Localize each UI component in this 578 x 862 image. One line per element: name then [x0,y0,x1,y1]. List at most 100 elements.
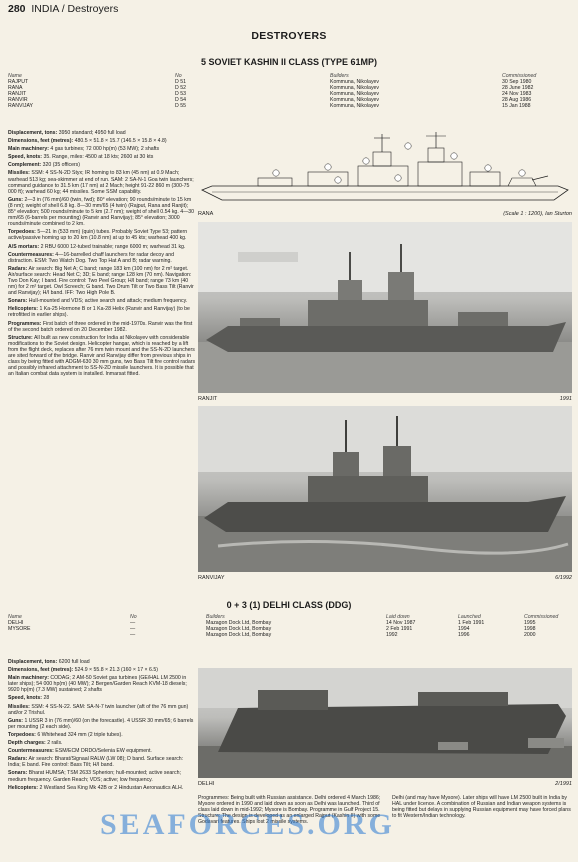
ship-number: D 54 [175,97,186,104]
ship-laid-down: 1992 [386,632,398,639]
ship-name: RANVIJAY [8,103,33,110]
ship-laid-down: 2 Feb 1991 [386,626,413,633]
col-no-header: No [130,614,137,620]
page-running-title: INDIA / Destroyers [31,3,119,15]
col-commissioned-header: Commissioned [524,614,559,620]
spec-paragraph: Main machinery: 4 gas turbines; 72 000 h… [8,146,160,153]
col-builders-header: Builders [206,614,225,620]
ship-commissioned: 28 Aug 1986 [502,97,532,104]
col-commissioned-header: Commissioned [502,73,537,79]
ship-launched: 1994 [458,626,470,633]
ship-commissioned: 24 Nov 1983 [502,91,532,98]
spec-paragraph: Sonars: Bharat HUMSA; TSM 2633 Spherion;… [8,770,181,783]
col-no-header: No [175,73,182,79]
ship-builder: Kommuna, Nikolayev [330,85,380,92]
delhi-photo-caption: DELHI [198,781,215,787]
delhi-photo-year: 2/1991 [555,781,572,787]
spec-paragraph: Speed, knots: 28 [8,695,50,702]
ship-number: — [130,620,136,627]
ship-builder: Kommuna, Nikolayev [330,79,380,86]
delhi-programmes-text: Programmes: Being built with Russian ass… [198,795,386,843]
ship-name: DELHI [8,620,24,627]
ship-builder: Mazagon Dock Ltd, Bombay [206,632,272,639]
ship-laid-down: 14 Nov 1987 [386,620,416,627]
spec-paragraph: Countermeasures: ESM/ECM DRDO/Selenia EW… [8,748,152,755]
delhi-class-title: 0 + 3 (1) DELHI CLASS (DDG) [226,600,352,610]
ship-builder: Kommuna, Nikolayev [330,97,380,104]
ship-number: — [130,632,136,639]
programmes-paragraph: Programmes: Being built with Russian ass… [198,795,381,814]
col-laid-header: Laid down [386,614,410,620]
col-builders-header: Builders [330,73,349,79]
spec-paragraph: Speed, knots: 35. Range, miles: 4500 at … [8,154,154,161]
ship-commissioned: 2000 [524,632,536,639]
ship-number: D 52 [175,85,186,92]
ship-number: D 51 [175,79,186,86]
col-name-header: Name [8,614,22,620]
spec-paragraph: Displacement, tons: 3950 standard; 4950 … [8,130,126,136]
kashin-ship-table: Name RAJPUT RANA RANJIT RANVIR RANVIJAY … [8,73,573,121]
ship-line-drawing [198,128,572,210]
spec-paragraph: Main machinery: CODAG; 2 AM-50 Soviet ga… [8,675,187,694]
spec-paragraph: Guns: 1 USSR 3 in (76 mm)/60 (on the for… [8,717,194,730]
ship-launched: 1996 [458,632,470,639]
photo1-year: 1991 [559,396,572,402]
spec-paragraph: Helicopters: 1 Ka-25 Hormone B or 1 Ka-2… [8,306,190,319]
drawing-credit: (Scale 1 : 1200), Ian Sturton [503,211,572,217]
spec-paragraph: Sonars: Hull-mounted and VDS; active sea… [8,298,188,305]
photo2-year: 6/1992 [555,575,572,581]
ship-builder: Kommuna, Nikolayev [330,103,380,110]
ship-commissioned: 1995 [524,620,536,627]
spec-paragraph: Depth charges: 2 rails. [8,740,63,747]
spec-paragraph: Programmes: First batch of three ordered… [8,320,193,333]
spec-paragraph: Radars: Air search: Big Net A; C band; r… [8,265,194,297]
drawing-caption: RANA [198,211,214,217]
ship-builder: Kommuna, Nikolayev [330,91,380,98]
ship-name: RANA [8,85,23,92]
ship-number: — [130,626,136,633]
spec-paragraph: Missiles: SSM: 4 SS-N-2D Styx; IR homing… [8,170,194,195]
col-name-header: Name [8,73,22,79]
ship-launched: 1 Feb 1991 [458,620,485,627]
spec-paragraph: A/S mortars: 2 RBU 6000 12-tubed trainab… [8,243,186,250]
spec-paragraph: Structure: All built as new construction… [8,334,196,378]
ship-commissioned: 30 Sep 1980 [502,79,532,86]
spec-paragraph: Dimensions, feet (metres): 524.9 × 55.8 … [8,667,158,674]
kashin-profile-drawing [201,132,569,201]
delhi-right-text: Delhi (and may have Mysore). Later ships… [392,795,571,820]
watermark: SEAFORCES.ORG [100,808,395,841]
ship-commissioned: 15 Jan 1988 [502,103,531,110]
photo2-caption: RANVIJAY [198,575,225,581]
ship-number: D 55 [175,103,186,110]
delhi-specs: Displacement, tons: 6200 full load Dimen… [8,659,196,827]
photo1-caption: RANJIT [198,396,218,402]
spec-paragraph: Complement: 320 (35 officers) [8,162,80,169]
page-number: 280 [8,3,26,15]
spec-paragraph: Helicopters: 2 Westland Sea King Mk 42B … [8,784,184,791]
col-launched-header: Launched [458,614,481,620]
section-title: DESTROYERS [251,30,327,42]
ship-photo-ranjit [198,222,572,393]
ship-photo-ranvijay [198,406,572,572]
spec-paragraph: Missiles: SSM: 4 SS-N-22. SAM: SA-N-7 tw… [8,703,189,716]
ship-photo-delhi [198,668,572,778]
page-header: 280 INDIA / Destroyers [8,3,118,15]
spec-paragraph: Dimensions, feet (metres): 480.5 × 51.8 … [8,138,167,145]
ship-name: RAJPUT [8,79,29,86]
spec-paragraph: Torpedoes: 6 Whitehead 324 mm (2 triple … [8,731,123,738]
spec-paragraph: Radars: Air search: Bharat/Signaal RALW … [8,756,184,769]
ship-commissioned: 1998 [524,626,536,633]
ship-name: RANVIR [8,97,28,104]
spec-paragraph: Guns: 2—3 in (76 mm)/60 (twin, fwd); 80°… [8,196,195,228]
ship-name: RANJIT [8,91,27,98]
kashin-class-title: 5 SOVIET KASHIN II CLASS (TYPE 61MP) [200,57,378,67]
ship-name: MYSORE [8,626,31,633]
structure-paragraph: Structure: The design is developed as an… [198,813,381,826]
ship-builder: Mazagon Dock Ltd, Bombay [206,620,272,627]
spec-paragraph: Countermeasures: 4—16-barrelled chaff la… [8,251,175,264]
ship-builder: Mazagon Dock Ltd, Bombay [206,626,272,633]
delhi-ship-table: Name DELHI MYSORE No — — — Builders Maza… [8,614,573,650]
ship-commissioned: 28 June 1982 [502,85,534,92]
kashin-specs: Displacement, tons: 3950 standard; 4950 … [8,130,196,557]
ship-number: D 53 [175,91,186,98]
